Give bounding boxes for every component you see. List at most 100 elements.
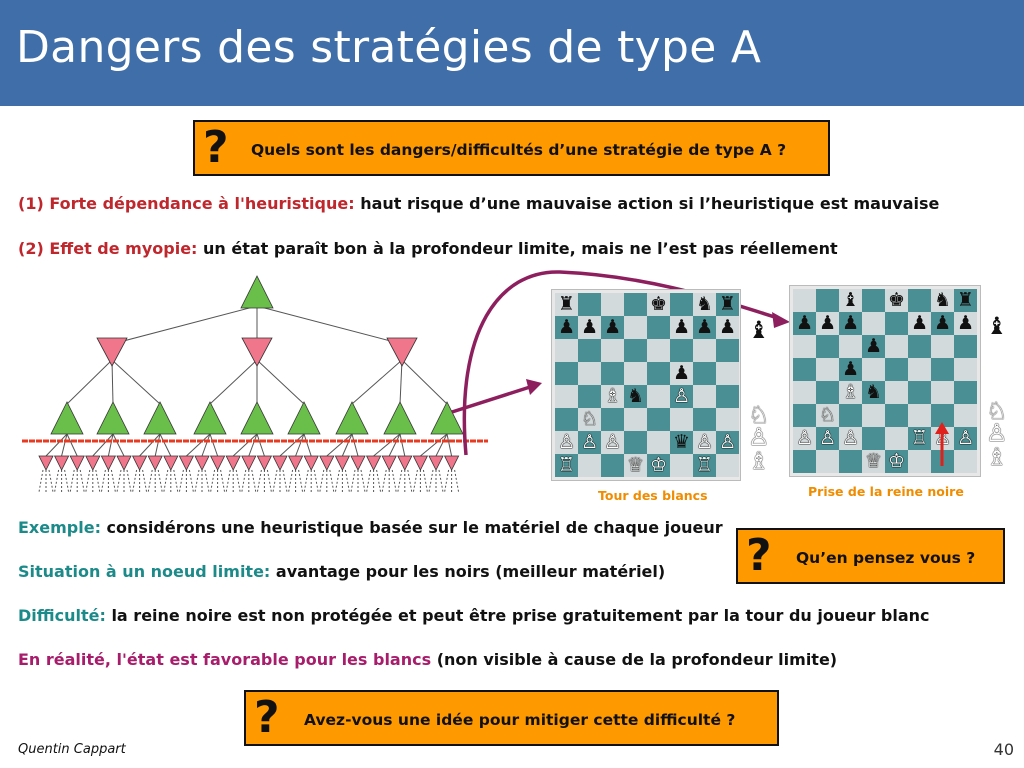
captured-knight-icon-left: ♘: [748, 401, 770, 429]
white-piece-icon: ♗: [841, 381, 860, 403]
white-piece-icon: ♖: [557, 454, 576, 476]
white-piece-icon: ♘: [818, 404, 837, 426]
board-square: [816, 335, 839, 358]
board-square: [555, 362, 578, 385]
board-square: [816, 381, 839, 404]
max-node: [430, 401, 464, 435]
min-node: [386, 337, 418, 367]
board-square: [670, 454, 693, 477]
leaf-min-node: [178, 455, 195, 471]
board-square: [954, 358, 977, 381]
black-piece-icon: ♞: [695, 293, 714, 315]
leaf-min-node: [334, 455, 351, 471]
white-piece-icon: ♙: [718, 431, 737, 453]
chess-board-right: ♝♚♞♜♟♟♟♟♟♟♟♟♗♞♘♙♙♙♖♙♙♕♔: [789, 285, 981, 477]
leaf-min-node: [397, 455, 413, 471]
black-piece-icon: ♟: [672, 362, 691, 384]
white-piece-icon: ♙: [557, 431, 576, 453]
black-piece-icon: ♚: [887, 289, 906, 311]
board-square: [647, 339, 670, 362]
page-number: 40: [993, 740, 1014, 759]
black-piece-icon: ♟: [580, 316, 599, 338]
leaf-min-node: [350, 455, 366, 471]
white-piece-icon: ♙: [795, 427, 814, 449]
black-piece-icon: ♚: [649, 293, 668, 315]
board-square: [839, 289, 862, 312]
black-piece-icon: ♞: [626, 385, 645, 407]
board-square: [647, 431, 670, 454]
board-square: [793, 381, 816, 404]
board-square: [647, 408, 670, 431]
board-square: [601, 339, 624, 362]
leaf-min-node: [443, 455, 460, 471]
captured-bishop-icon-left-2: ♗: [748, 447, 770, 475]
board-square: [885, 404, 908, 427]
board-square: [908, 312, 931, 335]
black-piece-icon: ♟: [795, 312, 814, 334]
caption-right: Prise de la reine noire: [808, 484, 964, 499]
board-square: [716, 316, 739, 339]
black-piece-icon: ♜: [956, 289, 975, 311]
root-max-node: [240, 275, 274, 309]
leaf-min-node: [256, 455, 273, 471]
question-box-mid: ? Qu’en pensez vous ?: [736, 528, 1005, 584]
board-square: [908, 404, 931, 427]
reality-line: En réalité, l'état est favorable pour le…: [18, 650, 837, 669]
board-square: [670, 339, 693, 362]
reality-text: (non visible à cause de la profondeur li…: [431, 650, 838, 669]
black-piece-icon: ♟: [956, 312, 975, 334]
white-piece-icon: ♖: [910, 427, 929, 449]
board-square: [624, 339, 647, 362]
board-square: [555, 339, 578, 362]
point-1-label: (1) Forte dépendance à l'heuristique:: [18, 194, 355, 213]
question-box-bottom: ? Avez-vous une idée pour mitiger cette …: [244, 690, 779, 746]
black-piece-icon: ♟: [841, 312, 860, 334]
board-square: [839, 335, 862, 358]
board-square: [839, 450, 862, 473]
white-piece-icon: ♔: [887, 450, 906, 472]
white-piece-icon: ♗: [603, 385, 622, 407]
board-square: [839, 404, 862, 427]
white-piece-icon: ♙: [841, 427, 860, 449]
tree-nodes: [38, 275, 464, 471]
board-square: [862, 335, 885, 358]
situation-line: Situation à un noeud limite: avantage po…: [18, 562, 665, 581]
max-node: [50, 401, 84, 435]
white-piece-icon: ♕: [864, 450, 883, 472]
board-square: [693, 339, 716, 362]
board-square: [862, 289, 885, 312]
min-node: [96, 337, 128, 367]
board-square: [931, 312, 954, 335]
board-square: [862, 358, 885, 381]
board-square: [716, 454, 739, 477]
black-piece-icon: ♟: [718, 316, 737, 338]
board-square: [647, 362, 670, 385]
board-square: [816, 427, 839, 450]
white-piece-icon: ♖: [695, 454, 714, 476]
leaf-min-node: [147, 455, 163, 471]
author: Quentin Cappart: [18, 742, 126, 757]
board-square: [670, 385, 693, 408]
board-square: [908, 335, 931, 358]
captured-knight-icon-right: ♘: [986, 397, 1008, 425]
board-square: [555, 454, 578, 477]
white-piece-icon: ♙: [956, 427, 975, 449]
board-square: [601, 316, 624, 339]
leaf-min-node: [365, 455, 382, 471]
board-square: [954, 427, 977, 450]
black-piece-icon: ♛: [672, 431, 691, 453]
curved-arrow-head: [772, 312, 790, 328]
board-square: [624, 431, 647, 454]
captured-bishop-icon-left: ♝: [748, 316, 770, 344]
board-square: [908, 450, 931, 473]
board-square: [578, 362, 601, 385]
leaf-min-node: [303, 455, 319, 471]
board-square: [601, 408, 624, 431]
board-square: [693, 362, 716, 385]
board-square: [670, 362, 693, 385]
board-square: [908, 427, 931, 450]
board-square: [954, 312, 977, 335]
board-square: [601, 454, 624, 477]
board-square: [954, 335, 977, 358]
board-square: [624, 385, 647, 408]
